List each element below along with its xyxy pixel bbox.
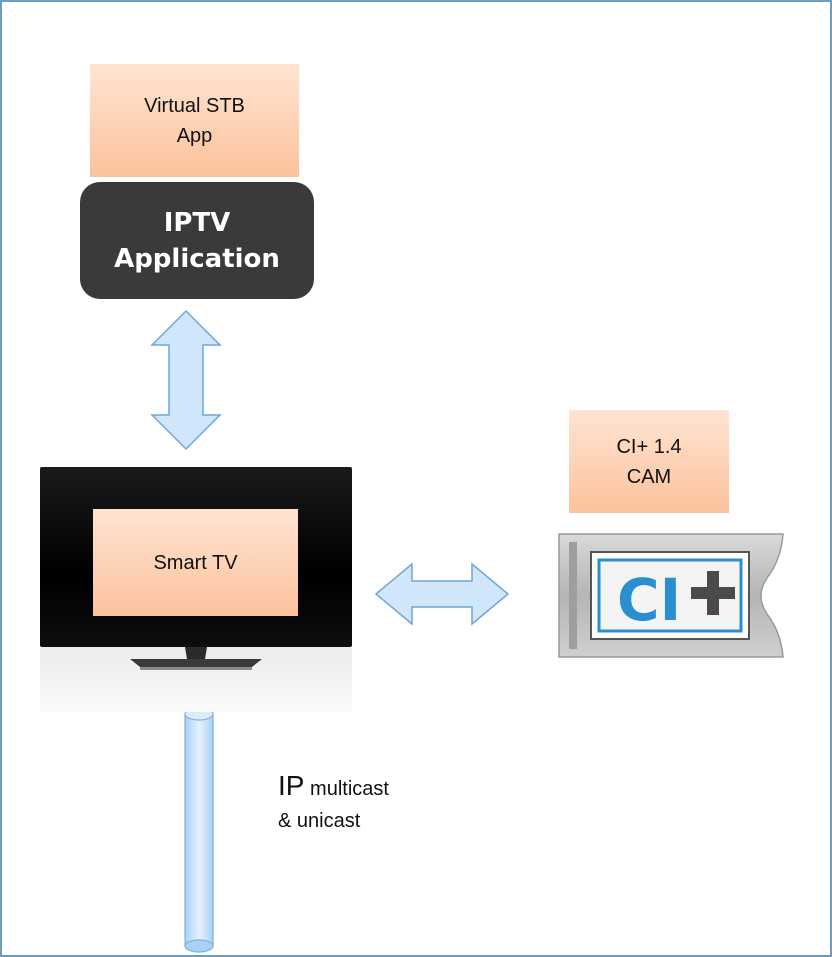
virtual-stb-app-box: Virtual STB App	[90, 64, 299, 177]
ci-logo-text: CI	[617, 566, 681, 634]
multicast-text: multicast	[310, 778, 389, 800]
smart-tv-image: Smart TV	[40, 467, 352, 712]
ci-cam-label-box: CI+ 1.4 CAM	[569, 410, 729, 513]
ci-line2: CAM	[626, 465, 672, 488]
iptv-application-box: IPTV Application	[80, 182, 314, 299]
tv-stand	[40, 647, 352, 712]
iptv-line2: Application	[114, 243, 280, 274]
vertical-double-arrow	[150, 309, 222, 451]
network-pipe	[184, 707, 214, 953]
unicast-text: & unicast	[278, 810, 361, 832]
ip-network-label: IP multicast & unicast	[278, 770, 389, 837]
smart-tv-label: Smart TV	[153, 551, 238, 574]
smart-tv-label-box: Smart TV	[93, 509, 298, 616]
horizontal-double-arrow	[374, 562, 510, 626]
stb-line2: App	[176, 124, 213, 147]
ip-text: IP	[278, 770, 305, 801]
ci-line1: CI+ 1.4	[616, 435, 682, 458]
stb-line1: Virtual STB	[144, 94, 245, 117]
ci-plus-logo: CI	[617, 566, 735, 634]
ci-cam-module-image: CI	[558, 533, 784, 658]
iptv-line1: IPTV	[163, 207, 231, 238]
